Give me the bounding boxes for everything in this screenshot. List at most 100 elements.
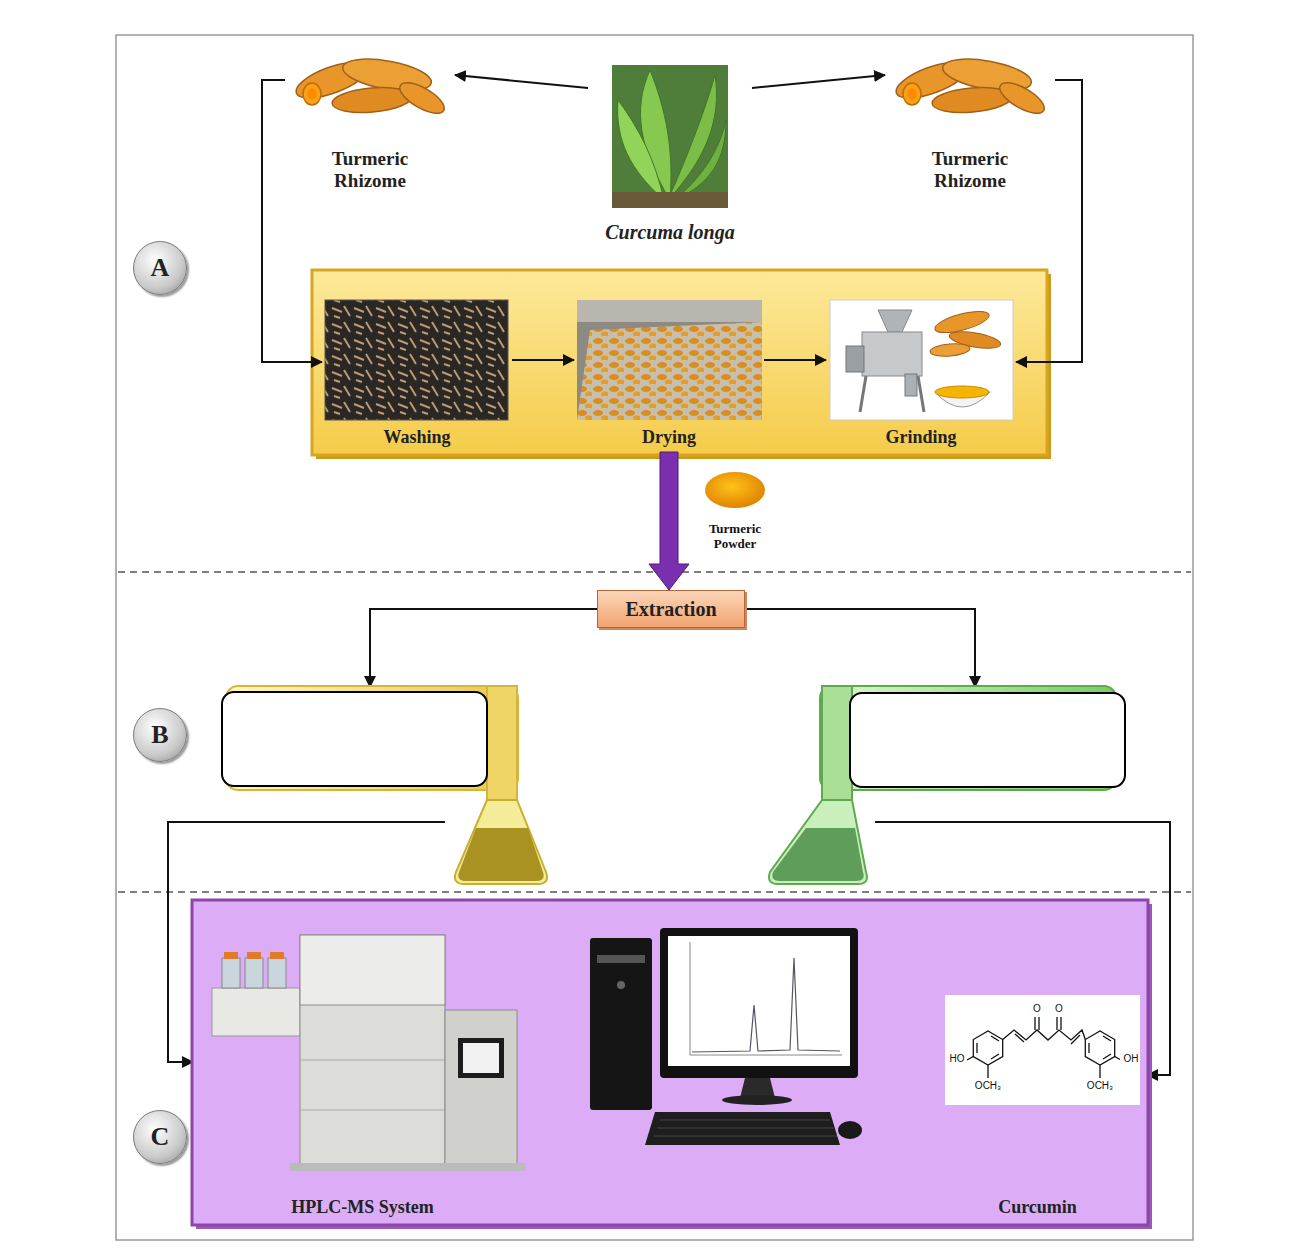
powder-picture — [705, 472, 765, 508]
flask-picture — [769, 686, 1125, 884]
rhizome-picture — [892, 53, 1049, 119]
illustration-path — [740, 1078, 775, 1098]
illustration-rect — [612, 65, 728, 208]
illustration-rect — [458, 1038, 504, 1078]
rhizome-figure: Turmeric Rhizome — [285, 38, 455, 196]
molecule-figure: Curcumin — [935, 990, 1140, 1222]
flow-connector — [1016, 80, 1082, 362]
illustration-rect — [668, 936, 850, 1066]
node-label: Turmeric Rhizome — [910, 148, 1030, 192]
drying-picture — [577, 300, 762, 420]
illustration-path — [967, 1057, 1120, 1079]
illustration-path — [458, 828, 543, 881]
illustration-rect — [212, 988, 300, 1036]
illustration-path — [1085, 1031, 1114, 1065]
illustration-circle — [617, 981, 625, 989]
atom-label: O — [1055, 1003, 1063, 1015]
panel-marker: B — [133, 708, 187, 762]
node-label: Turmeric Rhizome — [310, 148, 430, 192]
flow-connector — [512, 359, 574, 361]
washing-picture — [325, 300, 508, 420]
illustration-path — [668, 75, 717, 200]
illustration-rect — [224, 952, 238, 959]
illustration-polygon — [645, 1112, 840, 1145]
illustration-rect — [660, 928, 858, 1078]
illustration-path — [973, 1031, 1002, 1065]
atom-label: HO — [950, 1053, 965, 1065]
illustration-path — [1003, 1030, 1086, 1040]
illustration-path — [772, 828, 863, 881]
illustration-ellipse — [838, 1121, 862, 1139]
illustration-path — [1089, 1036, 1111, 1059]
node-label: HPLC-MS System — [291, 1197, 434, 1218]
illustration-rect — [822, 686, 852, 804]
instrument-figure: HPLC-MS System — [200, 925, 525, 1222]
flow-connector — [262, 80, 322, 362]
illustration-path — [769, 800, 867, 884]
process-step: Drying — [574, 298, 764, 452]
illustration-rect — [290, 1163, 525, 1171]
illustration-rect — [905, 374, 917, 396]
illustration-rect — [577, 300, 762, 322]
illustration-polygon — [878, 310, 912, 332]
illustration-rect — [222, 692, 487, 786]
node-label: Drying — [642, 427, 696, 448]
hplc-picture — [212, 935, 525, 1171]
product-label: Turmeric Powder — [695, 522, 775, 552]
atom-label: O — [1033, 1003, 1041, 1015]
illustration-rect — [247, 952, 261, 959]
illustration-rect — [270, 952, 284, 959]
curcumin-structure — [945, 995, 1140, 1105]
node-label: Washing — [383, 427, 450, 448]
illustration-rect — [945, 995, 1140, 1105]
flow-connector — [752, 75, 885, 88]
node-label: Curcuma longa — [605, 221, 734, 244]
flow-arrow — [649, 452, 689, 590]
process-panel — [312, 270, 1047, 455]
atom-label: OCH₃ — [1087, 1080, 1113, 1092]
illustration-rect — [590, 938, 652, 1110]
illustration-rect — [300, 935, 445, 1005]
illustration-path — [618, 100, 664, 200]
section-divider — [118, 572, 1191, 892]
illustration-path — [455, 800, 547, 884]
computer-picture — [590, 928, 862, 1145]
node-label: B — [151, 720, 168, 750]
illustration-rect — [300, 935, 445, 1165]
illustration-path — [674, 120, 726, 200]
illustration-path — [745, 609, 975, 676]
flask-picture — [222, 686, 547, 884]
illustration-path — [692, 958, 840, 1052]
rhizome-picture — [292, 53, 449, 119]
illustration-rect — [862, 332, 922, 376]
illustration-rect — [222, 958, 240, 988]
node-label: Curcumin — [998, 1197, 1077, 1218]
illustration-rect — [487, 686, 517, 804]
illustration-path — [370, 609, 597, 676]
illustration-rect — [463, 1043, 499, 1073]
atom-label: OH — [1124, 1053, 1139, 1065]
illustration-rect — [612, 192, 728, 208]
illustration-path — [1035, 1017, 1061, 1030]
rhizome-figure: Turmeric Rhizome — [885, 38, 1055, 196]
panel-marker: A — [133, 241, 187, 295]
illustration-rect — [597, 955, 645, 963]
node-label: C — [151, 1122, 170, 1152]
flow-connector — [764, 359, 826, 361]
process-step: Washing — [322, 298, 512, 452]
illustration-rect — [850, 693, 1125, 787]
plant-picture — [612, 65, 728, 208]
atom-label: OCH₃ — [975, 1080, 1001, 1092]
illustration-rect — [577, 300, 762, 420]
illustration-rect — [316, 274, 1051, 459]
illustration-path — [654, 1120, 837, 1136]
node-label: Extraction — [625, 598, 716, 621]
illustration-rect — [846, 346, 864, 372]
illustration-rect — [245, 958, 263, 988]
illustration-path — [1015, 1034, 1080, 1044]
illustration-rect — [268, 958, 286, 988]
illustration-path — [977, 1036, 999, 1059]
grinding-picture — [830, 300, 1013, 420]
